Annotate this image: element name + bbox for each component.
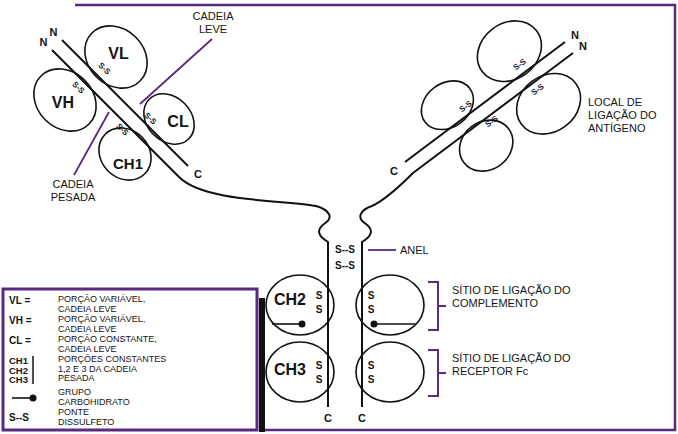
legend-text: PORÇÃO CONSTANTE, CADEIA LEVE bbox=[58, 335, 168, 354]
lobe-outline bbox=[28, 63, 102, 137]
terminus-label: C bbox=[324, 413, 332, 424]
disulfide-label: S bbox=[368, 305, 375, 315]
legend-key: VL = bbox=[9, 296, 30, 306]
disulfide-label: S--S bbox=[335, 245, 355, 255]
disulfide-label: S-S bbox=[70, 81, 85, 96]
disulfide-label: S-S bbox=[512, 58, 527, 72]
domain-lobe bbox=[356, 275, 424, 335]
terminus-label: C bbox=[390, 166, 398, 177]
bracket bbox=[428, 282, 446, 330]
legend-key: CH1 bbox=[9, 356, 28, 366]
legend-text: PORÇÃO VARIÁVEL, CADEIA LEVE bbox=[58, 295, 168, 314]
disulfide-label: S--S bbox=[335, 261, 355, 271]
callout-label: CADEIA LEVE bbox=[186, 10, 240, 36]
legend-key: S--S bbox=[9, 413, 29, 423]
domain-lobe: CH3 bbox=[263, 335, 337, 409]
terminus-label: N bbox=[50, 26, 58, 37]
lobe-outline bbox=[79, 20, 153, 94]
terminus-label: N bbox=[571, 30, 579, 41]
lobe-outline bbox=[266, 342, 334, 402]
carbohydrate-symbol bbox=[374, 323, 416, 325]
legend-frame bbox=[3, 289, 257, 430]
callout-label: ANEL bbox=[400, 245, 429, 256]
legend-text: PORÇÕES CONSTANTES 1,2 E 3 DA CADEIA PES… bbox=[58, 355, 170, 384]
callout-label: LOCAL DE LIGAÇÃO DO ANTÍGENO bbox=[588, 96, 672, 135]
legend-text: PORÇÃO VARIÁVEL, CADEIA LEVE bbox=[58, 315, 168, 334]
legend-key: CL = bbox=[9, 336, 31, 346]
legend-text: PONTE DISSULFETO bbox=[58, 408, 128, 427]
bracket bbox=[428, 350, 446, 396]
legend-shadow-bar bbox=[259, 298, 265, 432]
legend-key: VH = bbox=[9, 316, 32, 326]
disulfide-label: S-S bbox=[531, 83, 546, 97]
callout-label: SÍTIO DE LIGAÇÃO DO COMPLEMENTO bbox=[452, 284, 574, 310]
domain-lobe bbox=[505, 61, 593, 147]
terminus-label: N bbox=[40, 36, 48, 47]
legend-key: CH3 bbox=[9, 375, 28, 385]
disulfide-label: S bbox=[316, 305, 323, 315]
callout-label: SÍTIO DE LIGAÇÃO DO RECEPTOR Fc bbox=[452, 352, 574, 378]
carbohydrate-symbol bbox=[299, 321, 306, 328]
carbohydrate-symbol bbox=[371, 321, 378, 328]
terminus-label: C bbox=[194, 169, 202, 180]
domain-label: CH3 bbox=[274, 362, 306, 378]
lobe-outline bbox=[266, 275, 334, 335]
disulfide-label: S-S bbox=[96, 61, 111, 76]
callout-label: CADEIA PESADA bbox=[44, 178, 102, 204]
legend-bracket bbox=[32, 356, 34, 384]
disulfide-label: S bbox=[368, 375, 375, 385]
domain-lobe: VL bbox=[79, 20, 153, 94]
lobe-outline bbox=[94, 123, 156, 185]
carbohydrate-symbol bbox=[12, 397, 30, 399]
heavy-chain bbox=[360, 53, 573, 407]
leader-line bbox=[368, 249, 396, 251]
domain-label: VH bbox=[52, 95, 74, 111]
disulfide-label: S bbox=[316, 375, 323, 385]
legend-key: CH2 bbox=[9, 366, 28, 376]
domain-lobe bbox=[465, 8, 553, 94]
disulfide-label: S bbox=[316, 291, 323, 301]
domain-label: CL bbox=[167, 114, 188, 130]
domain-label: CH2 bbox=[274, 292, 306, 308]
terminus-label: C bbox=[358, 413, 366, 424]
light-chain bbox=[62, 40, 188, 166]
legend-text: GRUPO CARBOHIDRATO bbox=[58, 388, 138, 407]
light-chain bbox=[405, 42, 565, 162]
domain-label: CH1 bbox=[113, 155, 143, 170]
domain-lobe bbox=[356, 342, 424, 402]
leader-line bbox=[140, 39, 212, 104]
disulfide-label: S bbox=[368, 291, 375, 301]
domain-lobe: CH2 bbox=[263, 268, 337, 342]
domain-lobe: VH bbox=[28, 63, 102, 137]
terminus-label: N bbox=[579, 41, 587, 52]
lobe-outline bbox=[138, 88, 200, 150]
disulfide-label: S bbox=[316, 361, 323, 371]
domain-label: VL bbox=[108, 46, 128, 62]
disulfide-label: S bbox=[368, 361, 375, 371]
domain-lobe bbox=[449, 110, 523, 182]
domain-lobe bbox=[412, 71, 483, 140]
carbohydrate-symbol bbox=[272, 323, 300, 325]
carbohydrate-symbol bbox=[30, 395, 37, 402]
